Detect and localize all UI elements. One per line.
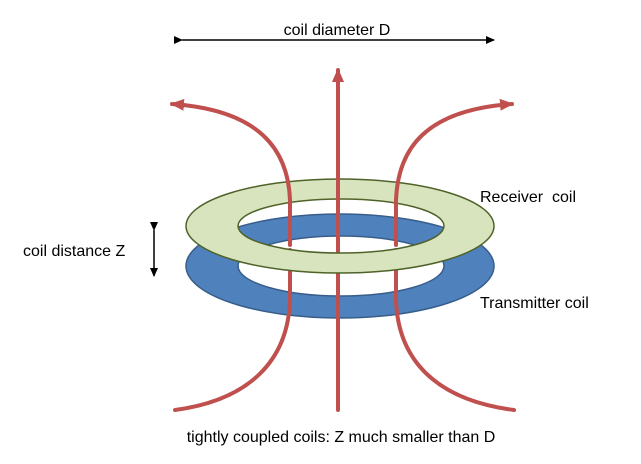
receiver-coil-label: Receiver coil	[480, 189, 576, 206]
field-line-right	[394, 98, 514, 247]
distance-label: coil distance Z	[23, 243, 125, 260]
diameter-label: coil diameter D	[284, 22, 391, 39]
transmitter-coil	[185, 213, 495, 319]
field-lines-lower	[173, 248, 516, 412]
caption: tightly coupled coils: Z much smaller th…	[187, 429, 496, 446]
transmitter-coil-label: Transmitter coil	[480, 295, 589, 312]
receiver-coil	[185, 178, 495, 274]
field-lines-upper	[170, 68, 514, 252]
field-line-left	[170, 98, 292, 247]
